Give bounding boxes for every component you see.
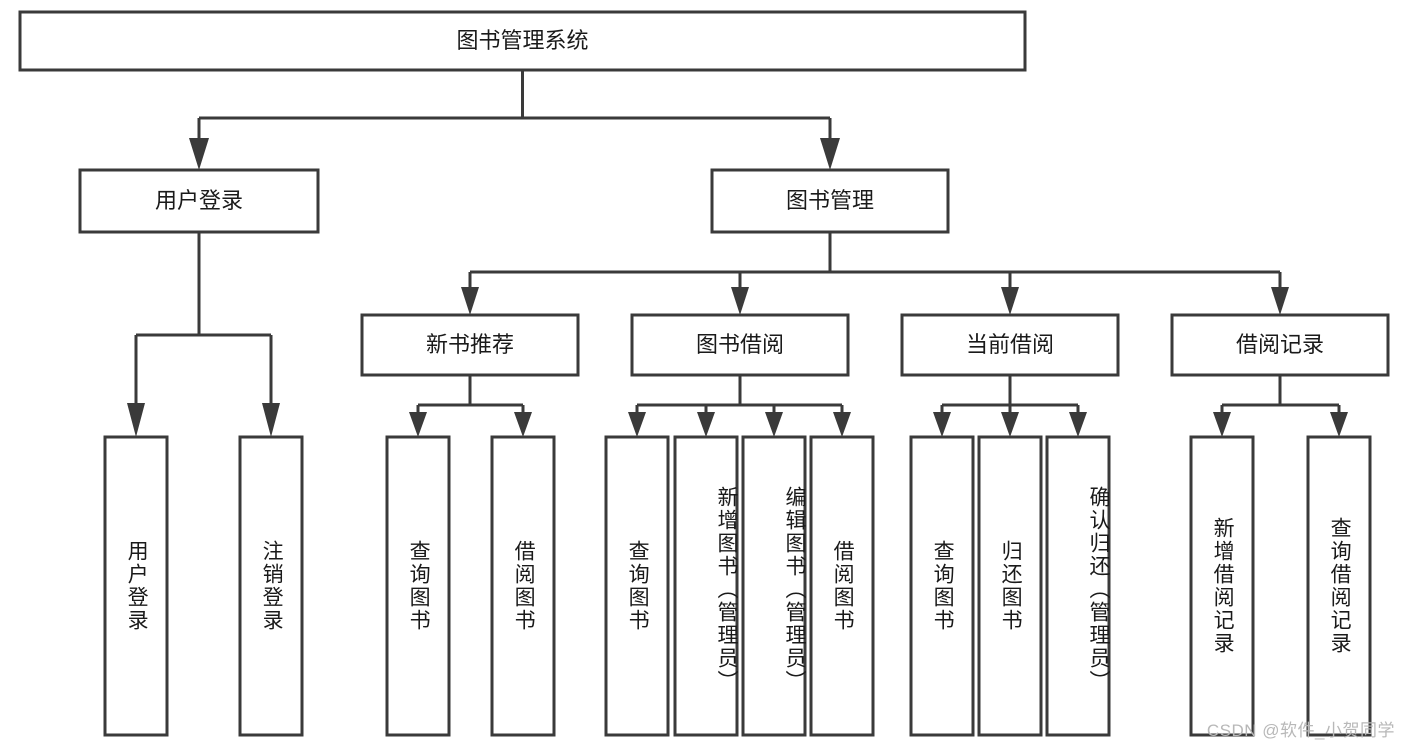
node-box-user-login[interactable]: [78, 168, 320, 234]
arrow-leaf-add-borrow-record: [1213, 412, 1231, 437]
connector-layer: [127, 70, 1348, 437]
arrow-leaf-user-logout: [262, 403, 280, 437]
node-label-root: 图书管理系统: [456, 28, 588, 53]
node-box-leaf-query-borrow-record[interactable]: [1306, 435, 1372, 737]
arrow-leaf-return-book: [1001, 412, 1019, 437]
node-label-new-book-recommend: 新书推荐: [426, 332, 514, 357]
node-label-current-borrow: 当前借阅: [966, 332, 1054, 357]
node-box-leaf-user-login[interactable]: [103, 435, 169, 737]
node-label-user-login: 用户登录: [155, 188, 243, 213]
node-box-leaf-borrow-book-2[interactable]: [809, 435, 875, 737]
arrow-leaf-query-book-1: [409, 412, 427, 437]
arrow-leaf-borrow-book-1: [514, 412, 532, 437]
node-box-leaf-query-book-2[interactable]: [604, 435, 670, 737]
arrow-new-book-recommend: [461, 287, 479, 315]
node-box-leaf-confirm-return[interactable]: [1045, 435, 1111, 737]
node-box-borrow-record[interactable]: [1170, 313, 1390, 377]
node-box-leaf-user-logout[interactable]: [238, 435, 304, 737]
arrow-leaf-confirm-return: [1069, 412, 1087, 437]
node-box-book-management[interactable]: [710, 168, 950, 234]
node-box-leaf-edit-book[interactable]: [741, 435, 807, 737]
arrow-borrow-record: [1271, 287, 1289, 315]
node-box-leaf-return-book[interactable]: [977, 435, 1043, 737]
arrow-user-login: [189, 138, 209, 170]
arrow-book-borrow: [731, 287, 749, 315]
csdn-watermark: CSDN @软件_小贺同学: [1206, 721, 1395, 740]
node-box-book-borrow[interactable]: [630, 313, 850, 377]
node-layer: 图书管理系统 用户登录 图书管理 新书推荐 图书借阅 当前借阅 借阅记录: [18, 10, 1390, 737]
arrow-leaf-add-book: [697, 412, 715, 437]
arrow-leaf-borrow-book-2: [833, 412, 851, 437]
node-box-leaf-query-book-3[interactable]: [909, 435, 975, 737]
arrow-leaf-query-book-2: [628, 412, 646, 437]
arrow-leaf-query-book-3: [933, 412, 951, 437]
node-label-book-management: 图书管理: [786, 188, 874, 213]
arrow-current-borrow: [1001, 287, 1019, 315]
arrow-book-management: [820, 138, 840, 170]
node-label-book-borrow: 图书借阅: [696, 332, 784, 357]
node-box-leaf-borrow-book-1[interactable]: [490, 435, 556, 737]
arrow-leaf-query-borrow-record: [1330, 412, 1348, 437]
node-box-leaf-add-book[interactable]: [673, 435, 739, 737]
node-label-borrow-record: 借阅记录: [1236, 332, 1324, 357]
node-box-current-borrow[interactable]: [900, 313, 1120, 377]
arrow-leaf-user-login: [127, 403, 145, 437]
node-box-leaf-add-borrow-record[interactable]: [1189, 435, 1255, 737]
node-box-root[interactable]: [18, 10, 1027, 72]
arrow-leaf-edit-book: [765, 412, 783, 437]
node-box-new-book-recommend[interactable]: [360, 313, 580, 377]
node-box-leaf-query-book-1[interactable]: [385, 435, 451, 737]
